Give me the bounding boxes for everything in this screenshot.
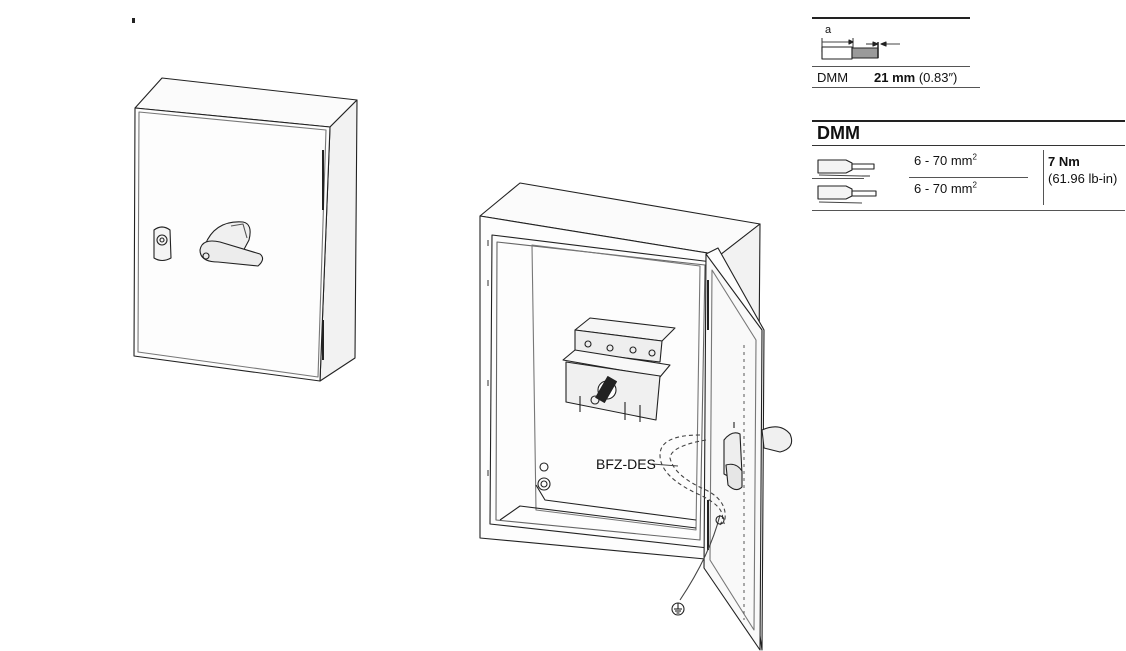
conductor-table-bottom-rule xyxy=(812,210,1125,211)
strip-length-icon xyxy=(821,38,900,60)
strip-table-bottom-rule xyxy=(812,87,980,88)
conductor-row-divider xyxy=(909,177,1028,178)
strip-length-imperial: (0.83″) xyxy=(918,70,958,85)
conductor-row-1-exp: 2 xyxy=(972,152,977,162)
open-enclosure xyxy=(479,182,793,651)
ground-symbol-icon xyxy=(671,602,685,616)
conductor-stranded-icon xyxy=(817,185,877,204)
rotary-handle-icon xyxy=(199,221,264,267)
conductor-row-1: 6 - 70 mm2 xyxy=(914,153,977,168)
closed-enclosure xyxy=(133,77,358,382)
conductor-icon-divider xyxy=(812,178,864,179)
stray-mark xyxy=(132,18,135,23)
key-lock-icon xyxy=(153,226,172,262)
conductor-row-1-range: 6 - 70 mm xyxy=(914,153,973,168)
strip-dimension-label: a xyxy=(825,24,832,36)
conductor-table-top-rule xyxy=(812,120,1125,122)
conductor-row-2-range: 6 - 70 mm xyxy=(914,181,973,196)
conductor-ferrule-icon xyxy=(817,159,875,177)
conductor-table-title: DMM xyxy=(817,123,860,143)
conductor-row-2-exp: 2 xyxy=(972,180,977,190)
strip-length-metric: 21 mm xyxy=(874,70,916,85)
strip-length-value: 21 mm (0.83″) xyxy=(874,70,957,85)
conductor-table-header-rule xyxy=(812,145,1125,146)
switch-disconnector-icon xyxy=(562,317,676,422)
strip-row-label: DMM xyxy=(817,70,849,85)
torque-value: 7 Nm xyxy=(1048,154,1080,169)
strip-table-top-rule xyxy=(812,17,970,19)
strip-table-mid-rule xyxy=(812,66,970,67)
interlock-cable xyxy=(659,434,726,526)
conductor-row-2: 6 - 70 mm2 xyxy=(914,181,977,196)
open-door xyxy=(703,247,793,651)
torque-imperial: (61.96 lb-in) xyxy=(1048,171,1118,186)
torque-divider xyxy=(1043,150,1044,205)
interlock-callout-label: BFZ-DES xyxy=(596,456,656,472)
